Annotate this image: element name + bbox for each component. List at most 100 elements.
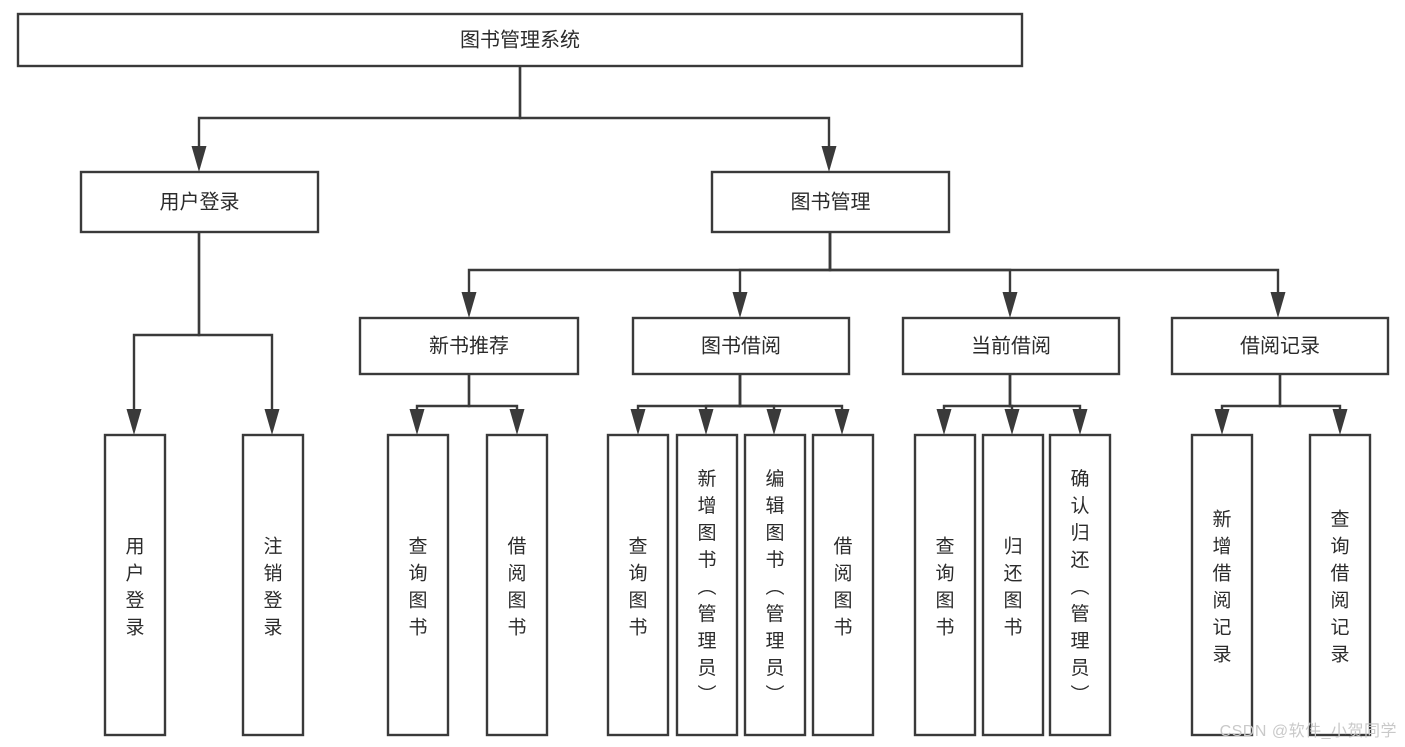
node-box[interactable]: [386, 433, 450, 737]
arrow-head-icon: [766, 409, 782, 435]
connector-book-manage-to-new-book-recommend: [461, 232, 832, 318]
node-box[interactable]: [241, 433, 305, 737]
arrow-head-icon: [1004, 409, 1020, 435]
connector-book-borrow-to-leaf-edit-book: [738, 374, 782, 435]
node-box[interactable]: [631, 316, 851, 376]
node-box[interactable]: [981, 433, 1045, 737]
node-leaf-borrow-book-2[interactable]: 借阅图书: [811, 433, 875, 737]
node-label: 查询借阅记录: [1330, 509, 1349, 666]
node-label: 确认归还︵管理员︶: [1070, 468, 1089, 706]
node-box[interactable]: [1170, 316, 1390, 376]
node-label: 图书管理系统: [460, 28, 580, 51]
arrow-head-icon: [630, 409, 646, 435]
node-leaf-query-book-1[interactable]: 查询图书: [386, 433, 450, 737]
arrow-head-icon: [936, 409, 952, 435]
node-label: 用户登录: [160, 190, 240, 213]
node-book-borrow[interactable]: 图书借阅: [631, 316, 851, 376]
node-label: 编辑图书︵管理员︶: [765, 468, 784, 706]
node-box[interactable]: [606, 433, 670, 737]
node-box[interactable]: [485, 433, 549, 737]
arrow-head-icon: [1214, 409, 1230, 435]
connector-book-borrow-to-leaf-add-book: [698, 374, 742, 435]
arrow-head-icon: [732, 292, 748, 318]
node-box[interactable]: [1190, 433, 1254, 737]
node-box[interactable]: [1048, 433, 1112, 737]
connector-line: [636, 374, 742, 409]
node-box[interactable]: [1308, 433, 1372, 737]
connector-line: [415, 374, 471, 409]
arrow-head-icon: [1072, 409, 1088, 435]
node-label: 图书管理: [791, 190, 871, 213]
node-box[interactable]: [675, 433, 739, 737]
node-leaf-query-record[interactable]: 查询借阅记录: [1308, 433, 1372, 737]
node-box[interactable]: [103, 433, 167, 737]
node-label: 用户登录: [125, 537, 144, 639]
node-book-manage[interactable]: 图书管理: [710, 170, 951, 234]
node-leaf-borrow-book-1[interactable]: 借阅图书: [485, 433, 549, 737]
arrow-head-icon: [191, 146, 207, 172]
connector-line: [828, 232, 1012, 292]
connector-book-borrow-to-leaf-borrow-book-2: [738, 374, 850, 435]
connector-line: [1278, 374, 1342, 409]
connector-book-manage-to-book-borrow: [732, 232, 832, 318]
connector-line: [467, 232, 832, 292]
node-leaf-query-book-2[interactable]: 查询图书: [606, 433, 670, 737]
node-label: 当前借阅: [971, 334, 1051, 357]
node-current-borrow[interactable]: 当前借阅: [901, 316, 1121, 376]
connector-line: [738, 374, 776, 409]
connector-line: [738, 232, 832, 292]
arrow-head-icon: [264, 409, 280, 435]
node-box[interactable]: [743, 433, 807, 737]
node-box[interactable]: [811, 433, 875, 737]
connector-root-to-book-manage: [518, 66, 837, 172]
node-root[interactable]: 图书管理系统: [16, 12, 1024, 68]
node-leaf-confirm-return[interactable]: 确认归还︵管理员︶: [1048, 433, 1112, 737]
edges-layer: [126, 66, 1348, 435]
connector-line: [942, 374, 1012, 409]
connector-line: [518, 66, 831, 146]
node-leaf-user-login[interactable]: 用户登录: [103, 433, 167, 737]
node-label: 归还图书: [1003, 536, 1022, 639]
node-box[interactable]: [901, 316, 1121, 376]
node-leaf-logout[interactable]: 注销登录: [241, 433, 305, 737]
node-label: 新书推荐: [429, 334, 509, 357]
node-leaf-edit-book[interactable]: 编辑图书︵管理员︶: [743, 433, 807, 737]
arrow-head-icon: [461, 292, 477, 318]
node-leaf-return-book[interactable]: 归还图书: [981, 433, 1045, 737]
connector-line: [738, 374, 844, 409]
node-leaf-query-book-3[interactable]: 查询图书: [913, 433, 977, 737]
node-box[interactable]: [79, 170, 320, 234]
connector-line: [704, 374, 742, 409]
node-label: 新增借阅记录: [1212, 509, 1231, 666]
connector-borrow-record-to-leaf-query-record: [1278, 374, 1348, 435]
node-box[interactable]: [913, 433, 977, 737]
node-borrow-record[interactable]: 借阅记录: [1170, 316, 1390, 376]
node-label: 借阅图书: [833, 536, 852, 639]
connector-user-login-to-leaf-logout: [197, 232, 280, 435]
connector-current-borrow-to-leaf-confirm-return: [1008, 374, 1088, 435]
arrow-head-icon: [821, 146, 837, 172]
arrow-head-icon: [509, 409, 525, 435]
node-box[interactable]: [358, 316, 580, 376]
connector-book-manage-to-current-borrow: [828, 232, 1018, 318]
connector-line: [132, 232, 201, 409]
connector-borrow-record-to-leaf-add-record: [1214, 374, 1282, 435]
node-leaf-add-record[interactable]: 新增借阅记录: [1190, 433, 1254, 737]
node-box[interactable]: [16, 12, 1024, 68]
connector-new-book-recommend-to-leaf-query-book-1: [409, 374, 471, 435]
arrow-head-icon: [1270, 292, 1286, 318]
node-label: 图书借阅: [701, 334, 781, 357]
connector-current-borrow-to-leaf-return-book: [1004, 374, 1020, 435]
arrow-head-icon: [834, 409, 850, 435]
connector-current-borrow-to-leaf-query-book-3: [936, 374, 1012, 435]
csdn-watermark: CSDN @软件_小贺同学: [1219, 723, 1397, 740]
node-leaf-add-book[interactable]: 新增图书︵管理员︶: [675, 433, 739, 737]
connector-line: [197, 66, 522, 146]
node-box[interactable]: [710, 170, 951, 234]
connector-line: [1220, 374, 1282, 409]
arrow-head-icon: [409, 409, 425, 435]
node-new-book-recommend[interactable]: 新书推荐: [358, 316, 580, 376]
node-label: 借阅记录: [1240, 334, 1320, 357]
node-user-login[interactable]: 用户登录: [79, 170, 320, 234]
